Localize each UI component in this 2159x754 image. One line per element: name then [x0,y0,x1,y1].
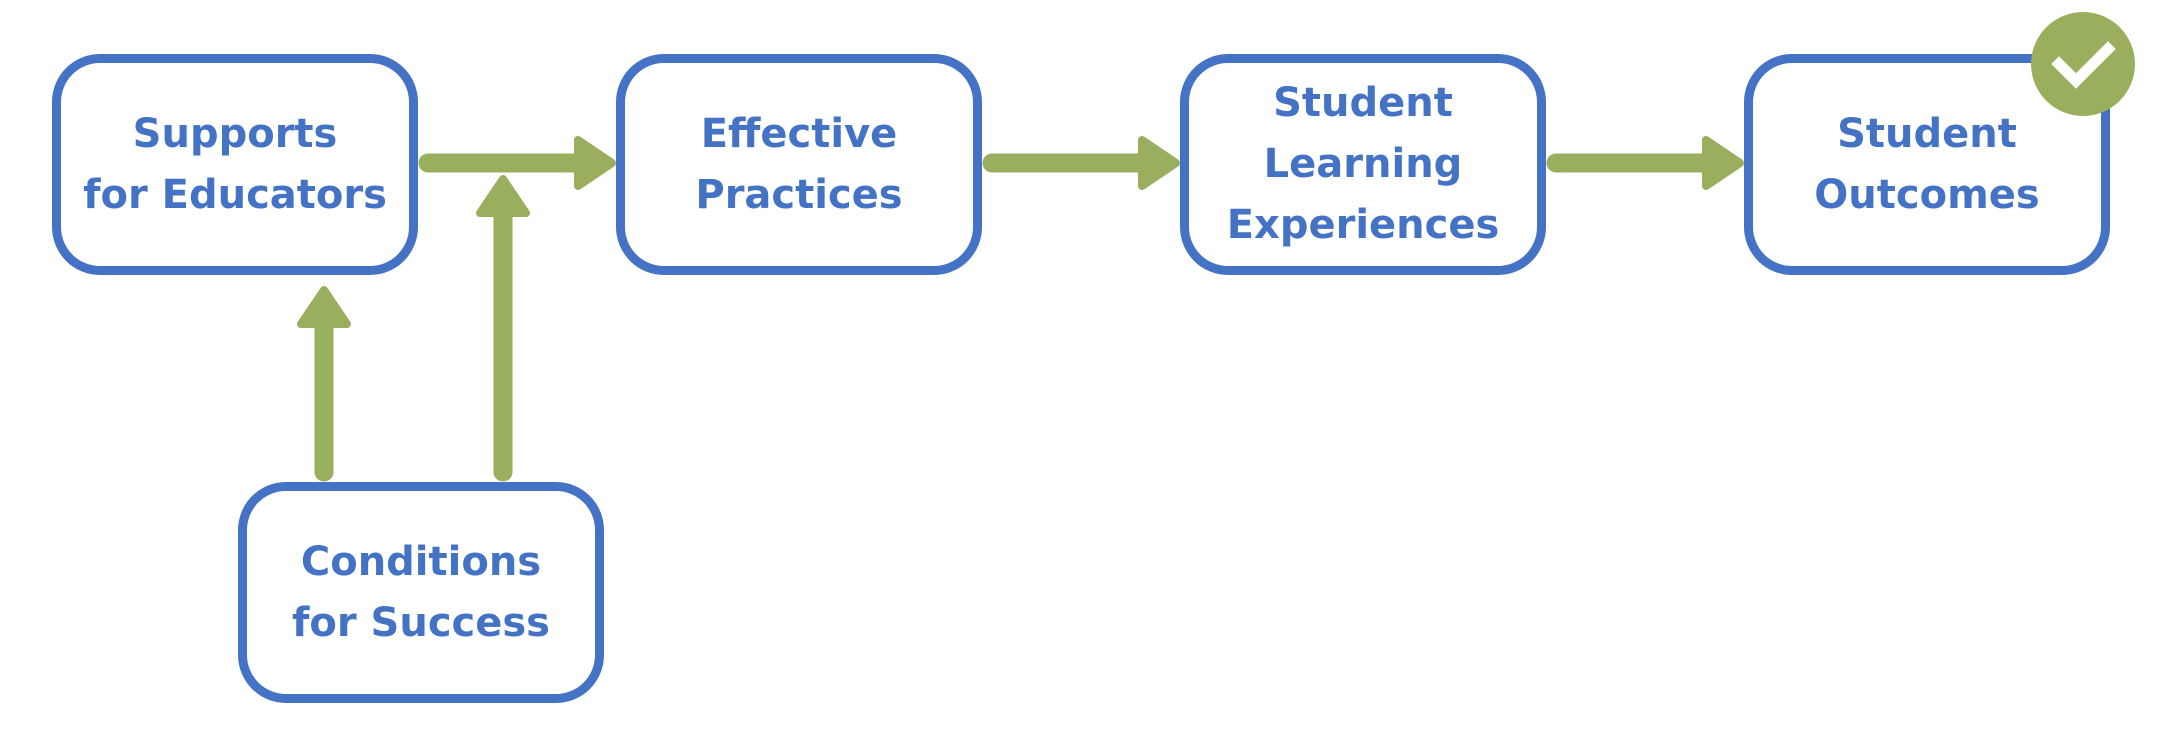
arrow-supports-to-effective [418,136,616,190]
node-label-line: for Success [292,599,550,646]
arrow-conditions-to-supports [297,286,351,482]
node-student-learning-experiences: Student Learning Experiences [1180,54,1546,275]
checkmark-circle-icon [2031,12,2135,116]
node-effective-practices: Effective Practices [616,54,982,275]
node-supports-for-educators: Supports for Educators [52,54,418,275]
node-label-line: Learning [1263,141,1463,187]
node-conditions-for-success: Conditions for Success [238,482,604,703]
node-student-outcomes: Student Outcomes [1744,54,2110,275]
arrow-learning-to-outcomes [1546,136,1744,190]
node-label-line: for Educators [83,171,387,218]
arrow-effective-to-learning [982,136,1180,190]
node-label-line: Student [1837,110,2017,157]
arrow-conditions-to-effective [476,175,530,482]
node-label-line: Outcomes [1814,171,2040,218]
node-label-line: Student [1273,80,1453,126]
node-label-line: Supports [132,110,338,157]
node-label-line: Practices [695,171,903,218]
node-label-line: Effective [700,110,898,157]
node-label-line: Experiences [1226,202,1500,248]
node-label-line: Conditions [300,538,542,585]
